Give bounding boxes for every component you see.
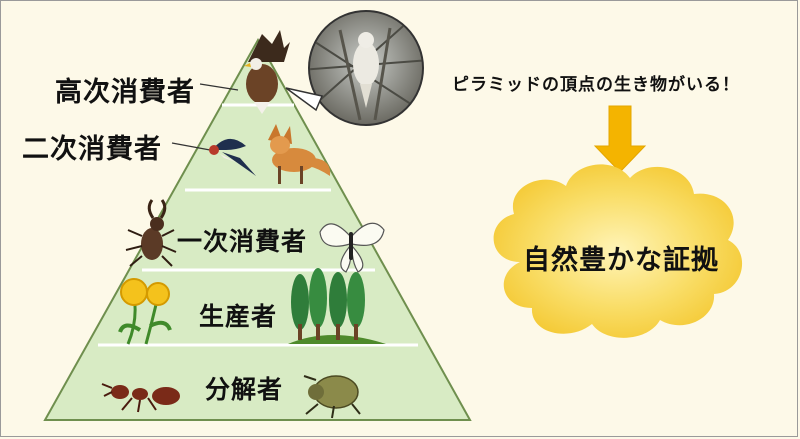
level-label-primary-consumer: 一次消費者 <box>177 227 308 256</box>
dandelion-icon <box>118 278 172 345</box>
level-label-decomposer: 分解者 <box>205 375 284 404</box>
down-arrow-icon <box>593 105 647 173</box>
trees-icon <box>288 268 386 344</box>
fox-icon <box>268 124 331 184</box>
level-label-secondary-consumer: 二次消費者 <box>22 134 162 165</box>
dung-beetle-icon <box>303 375 361 419</box>
swallow-icon <box>209 138 256 176</box>
callout-text: ピラミッドの頂点の生き物がいる！ <box>452 75 740 95</box>
cloud-text: 自然豊かな証拠 <box>523 245 719 276</box>
level-label-high-consumer: 高次消費者 <box>55 77 195 108</box>
pointer-second <box>171 142 211 151</box>
pointer-high <box>199 83 239 91</box>
eagle-icon <box>244 30 290 114</box>
cloud-shape <box>493 164 743 338</box>
ant-icon <box>101 383 180 413</box>
hawk-photo-icon <box>285 10 424 126</box>
butterfly-icon <box>319 222 385 273</box>
stag-beetle-icon <box>125 199 177 267</box>
level-label-producer: 生産者 <box>199 302 278 331</box>
